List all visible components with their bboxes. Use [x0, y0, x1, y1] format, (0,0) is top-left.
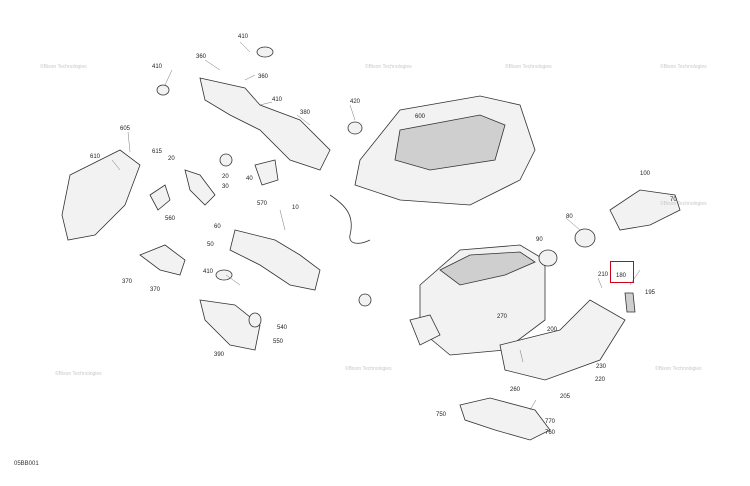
- part-label: 410: [238, 34, 249, 40]
- watermark: ©Bison Technologies: [505, 63, 552, 70]
- bracket-40: [254, 159, 279, 186]
- part-label: 750: [436, 412, 447, 418]
- heat-shield-left: [61, 149, 141, 241]
- part-label-highlighted: 180: [616, 273, 627, 279]
- part-label: 540: [277, 325, 288, 331]
- part-label: 600: [415, 114, 426, 120]
- clamp-380: [347, 121, 363, 135]
- part-label: 30: [222, 184, 229, 190]
- part-label: 390: [214, 352, 225, 358]
- part-label: 230: [596, 364, 607, 370]
- part-label: 615: [152, 149, 163, 155]
- part-label: 770: [545, 419, 556, 425]
- part-label: 550: [273, 339, 284, 345]
- part-label: 220: [595, 377, 606, 383]
- muffler-top: [439, 251, 536, 286]
- oxygen-sensor-cable: [329, 194, 371, 244]
- spring-195: [624, 292, 636, 313]
- part-label: 360: [196, 54, 207, 60]
- highlight-box-part-180[interactable]: [610, 261, 634, 283]
- part-label: 410: [272, 97, 283, 103]
- heat-shield-390: [199, 299, 261, 351]
- part-label: 380: [300, 110, 311, 116]
- gasket-90: [538, 249, 558, 267]
- clamp-upper: [256, 46, 274, 58]
- part-label: 270: [497, 314, 508, 320]
- part-label: 100: [640, 171, 651, 177]
- clamp-30: [219, 153, 233, 167]
- clamp-upper-left: [156, 84, 170, 96]
- part-label: 370: [122, 279, 133, 285]
- part-label: 200: [547, 327, 558, 333]
- pipe-20: [184, 169, 216, 206]
- part-labels: 410 410 360 360 410 380 420 600 605 610 …: [90, 34, 677, 436]
- bracket-560: [149, 184, 171, 211]
- watermark: ©Bison Technologies: [365, 63, 412, 70]
- pipe-370: [139, 244, 186, 276]
- part-label: 410: [203, 269, 214, 275]
- part-label: 420: [350, 99, 361, 105]
- part-label: 20: [168, 156, 175, 162]
- part-label: 605: [120, 126, 131, 132]
- watermark: ©Bison Technologies: [660, 200, 707, 207]
- part-label: 50: [207, 242, 214, 248]
- watermark: ©Bison Technologies: [655, 365, 702, 372]
- heat-shield-upper-ridge: [394, 114, 506, 171]
- diagram-code: 05BB001: [14, 461, 39, 467]
- part-label: 560: [165, 216, 176, 222]
- bracket-200: [499, 299, 626, 381]
- clamp-540: [248, 312, 262, 328]
- clamp-80: [574, 228, 596, 248]
- part-label: 760: [545, 430, 556, 436]
- watermark: ©Bison Technologies: [40, 63, 87, 70]
- part-label: 210: [598, 272, 609, 278]
- part-label: 570: [257, 201, 268, 207]
- part-label: 410: [152, 64, 163, 70]
- watermark: ©Bison Technologies: [55, 370, 102, 377]
- heat-shield-lower: [459, 397, 551, 441]
- exhaust-pipe-middle: [229, 229, 321, 291]
- part-label: 610: [90, 154, 101, 160]
- clamp-510: [358, 293, 372, 307]
- part-label: 70: [670, 197, 677, 203]
- part-label: 205: [560, 394, 571, 400]
- part-label: 80: [566, 214, 573, 220]
- part-label: 60: [214, 224, 221, 230]
- clamp-middle: [215, 269, 233, 281]
- tailpipe-70: [609, 189, 681, 231]
- part-label: 40: [246, 176, 253, 182]
- watermark: ©Bison Technologies: [660, 63, 707, 70]
- part-label: 195: [645, 290, 656, 296]
- part-label: 90: [536, 237, 543, 243]
- part-label: 10: [292, 205, 299, 211]
- part-label: 370: [150, 287, 161, 293]
- watermarks: ©Bison Technologies ©Bison Technologies …: [40, 63, 707, 377]
- part-label: 260: [510, 387, 521, 393]
- part-label: 20: [222, 174, 229, 180]
- muffler-outlet: [409, 314, 441, 346]
- exhaust-manifold-upper: [199, 77, 331, 171]
- part-label: 360: [258, 74, 269, 80]
- watermark: ©Bison Technologies: [345, 365, 392, 372]
